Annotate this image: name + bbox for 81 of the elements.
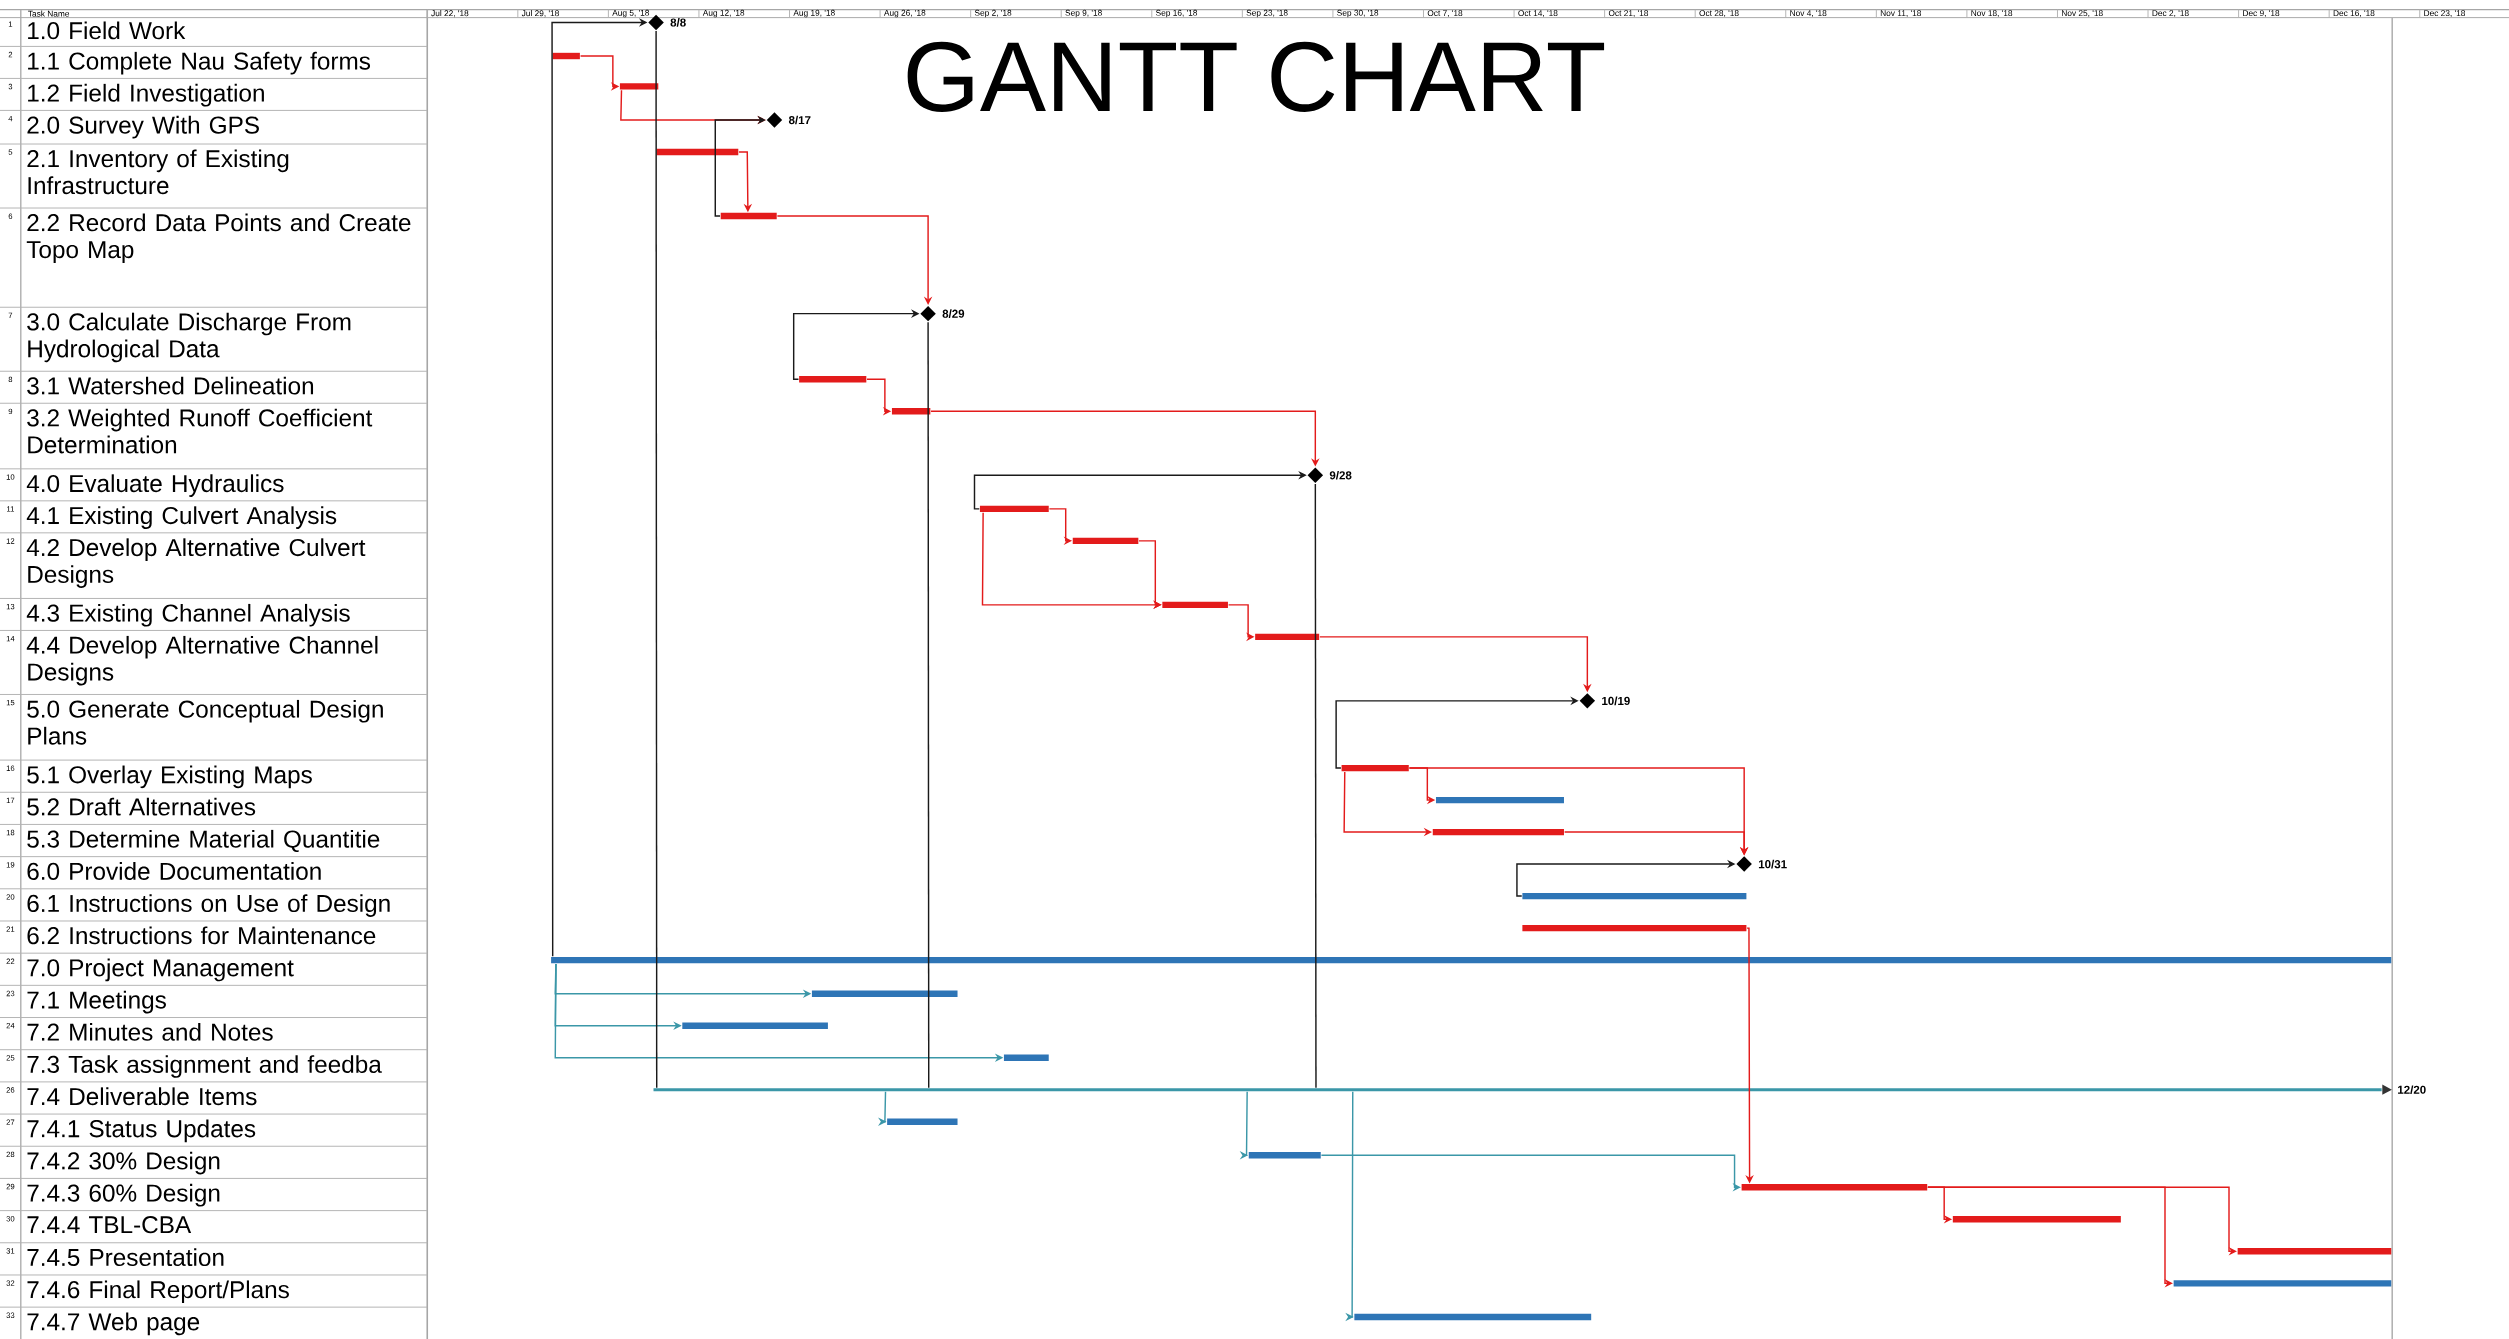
task-name: 7.4.1 Status Updates xyxy=(27,1119,256,1143)
task-bar xyxy=(1522,892,1747,900)
node-label: 8/17 xyxy=(788,115,811,125)
date-header: Jul 29, '18 xyxy=(521,9,559,17)
task-name: 4.0 Evaluate Hydraulics xyxy=(26,474,284,497)
task-bar xyxy=(2173,1279,2392,1287)
date-header: Jul 22, '18 xyxy=(431,9,469,17)
node-label: 10/19 xyxy=(1602,696,1630,706)
date-header: Dec 16, '18 xyxy=(2333,10,2375,17)
date-header: Dec 2, '18 xyxy=(2152,10,2189,17)
date-header: Sep 30, '18 xyxy=(1337,9,1379,18)
date-header: Dec 9, '18 xyxy=(2243,10,2280,17)
date-header: Nov 11, '18 xyxy=(1880,10,1921,17)
date-header: Dec 23, '18 xyxy=(2424,10,2466,17)
task-bar xyxy=(1522,924,1747,932)
date-header: Sep 9, '18 xyxy=(1065,9,1102,18)
task-name: 7.3 Task assignment and feedba xyxy=(27,1055,382,1078)
date-header: Sep 16, '18 xyxy=(1156,9,1198,18)
date-header: Nov 18, '18 xyxy=(1971,10,2013,17)
task-name: 5.2 Draft Alternatives xyxy=(27,797,256,816)
node-label: 8/8 xyxy=(670,17,686,27)
task-name: 5.0 Generate Conceptual Design Plans xyxy=(27,699,383,745)
task-name: 7.4.3 60% Design xyxy=(27,1183,220,1207)
task-name: 4.4 Develop Alternative Channel Designs xyxy=(26,635,378,686)
task-bar xyxy=(552,52,580,60)
date-header: Sep 2, '18 xyxy=(974,9,1012,18)
task-bar xyxy=(1436,796,1564,804)
task-name: 6.2 Instructions for Maintenance xyxy=(27,926,376,945)
task-name: 7.2 Minutes and Notes xyxy=(27,1022,273,1041)
task-name: 6.1 Instructions on Use of Design xyxy=(27,894,390,917)
date-header: Nov 25, '18 xyxy=(2062,10,2103,17)
column-header: Task Name xyxy=(28,10,70,17)
chart-title: GANTT CHART xyxy=(907,41,1605,112)
date-header: Oct 28, '18 xyxy=(1699,10,1739,17)
task-name: 7.4.7 Web page xyxy=(27,1312,200,1336)
date-header: Aug 12, '18 xyxy=(702,9,745,18)
summary-line: 12/20 xyxy=(653,1084,2426,1095)
task-bar xyxy=(1341,764,1409,772)
task-bar xyxy=(1003,1054,1049,1061)
task-name: 7.4 Deliverable Items xyxy=(27,1087,257,1106)
task-name: 5.3 Determine Material Quantitie xyxy=(27,829,380,852)
task-bar xyxy=(979,505,1049,512)
task-bar xyxy=(682,1022,828,1029)
date-header: Sep 23, '18 xyxy=(1246,9,1288,18)
task-name: 3.1 Watershed Delineation xyxy=(27,376,314,395)
node-label: 8/29 xyxy=(942,309,965,318)
date-header: Aug 19, '18 xyxy=(793,9,835,18)
task-name: 7.1 Meetings xyxy=(27,990,166,1014)
task-bar xyxy=(656,148,739,156)
task-name: 2.2 Record Data Points and Create Topo Map xyxy=(26,213,411,263)
date-header: Nov 4, '18 xyxy=(1790,10,1827,17)
task-name: 7.4.5 Presentation xyxy=(27,1248,224,1266)
task-name: 7.0 Project Management xyxy=(27,958,294,982)
date-header: Oct 14, '18 xyxy=(1518,10,1558,17)
task-bar xyxy=(799,375,867,383)
task-bar xyxy=(1248,1151,1321,1159)
task-name: 2.1 Inventory of Existing Infrastructure xyxy=(27,149,289,195)
task-bar xyxy=(1354,1313,1592,1320)
task-name: 6.0 Provide Documentation xyxy=(27,861,321,880)
task-name: 2.0 Survey With GPS xyxy=(27,115,259,139)
node-label: 10/31 xyxy=(1758,859,1787,869)
task-name: 1.1 Complete Nau Safety forms xyxy=(28,51,371,75)
task-name: 7.4.4 TBL-CBA xyxy=(27,1215,192,1234)
task-name: 7.4.6 Final Report/Plans xyxy=(27,1280,289,1303)
date-header: Oct 7, '18 xyxy=(1427,10,1463,17)
task-name: 1.0 Field Work xyxy=(28,21,186,40)
task-name: 4.3 Existing Channel Analysis xyxy=(26,603,350,627)
task-name: 3.0 Calculate Discharge From Hydrological Data xyxy=(27,312,351,363)
task-name: 4.1 Existing Culvert Analysis xyxy=(26,506,337,529)
task-name: 3.2 Weighted Runoff Coefficient Determination xyxy=(27,408,373,454)
node-label: 9/28 xyxy=(1329,470,1352,480)
task-name: 1.2 Field Investigation xyxy=(28,83,264,107)
task-bar xyxy=(551,956,2392,964)
task-name: 4.2 Develop Alternative Culvert Designs xyxy=(26,538,366,588)
task-name: 5.1 Overlay Existing Maps xyxy=(27,765,312,789)
date-header: Aug 26, '18 xyxy=(883,9,926,18)
task-name: 7.4.2 30% Design xyxy=(27,1151,220,1175)
task-bar xyxy=(811,990,958,997)
date-header: Aug 5, '18 xyxy=(612,9,650,18)
date-header: Oct 21, '18 xyxy=(1608,10,1649,17)
task-bar xyxy=(887,1118,958,1125)
